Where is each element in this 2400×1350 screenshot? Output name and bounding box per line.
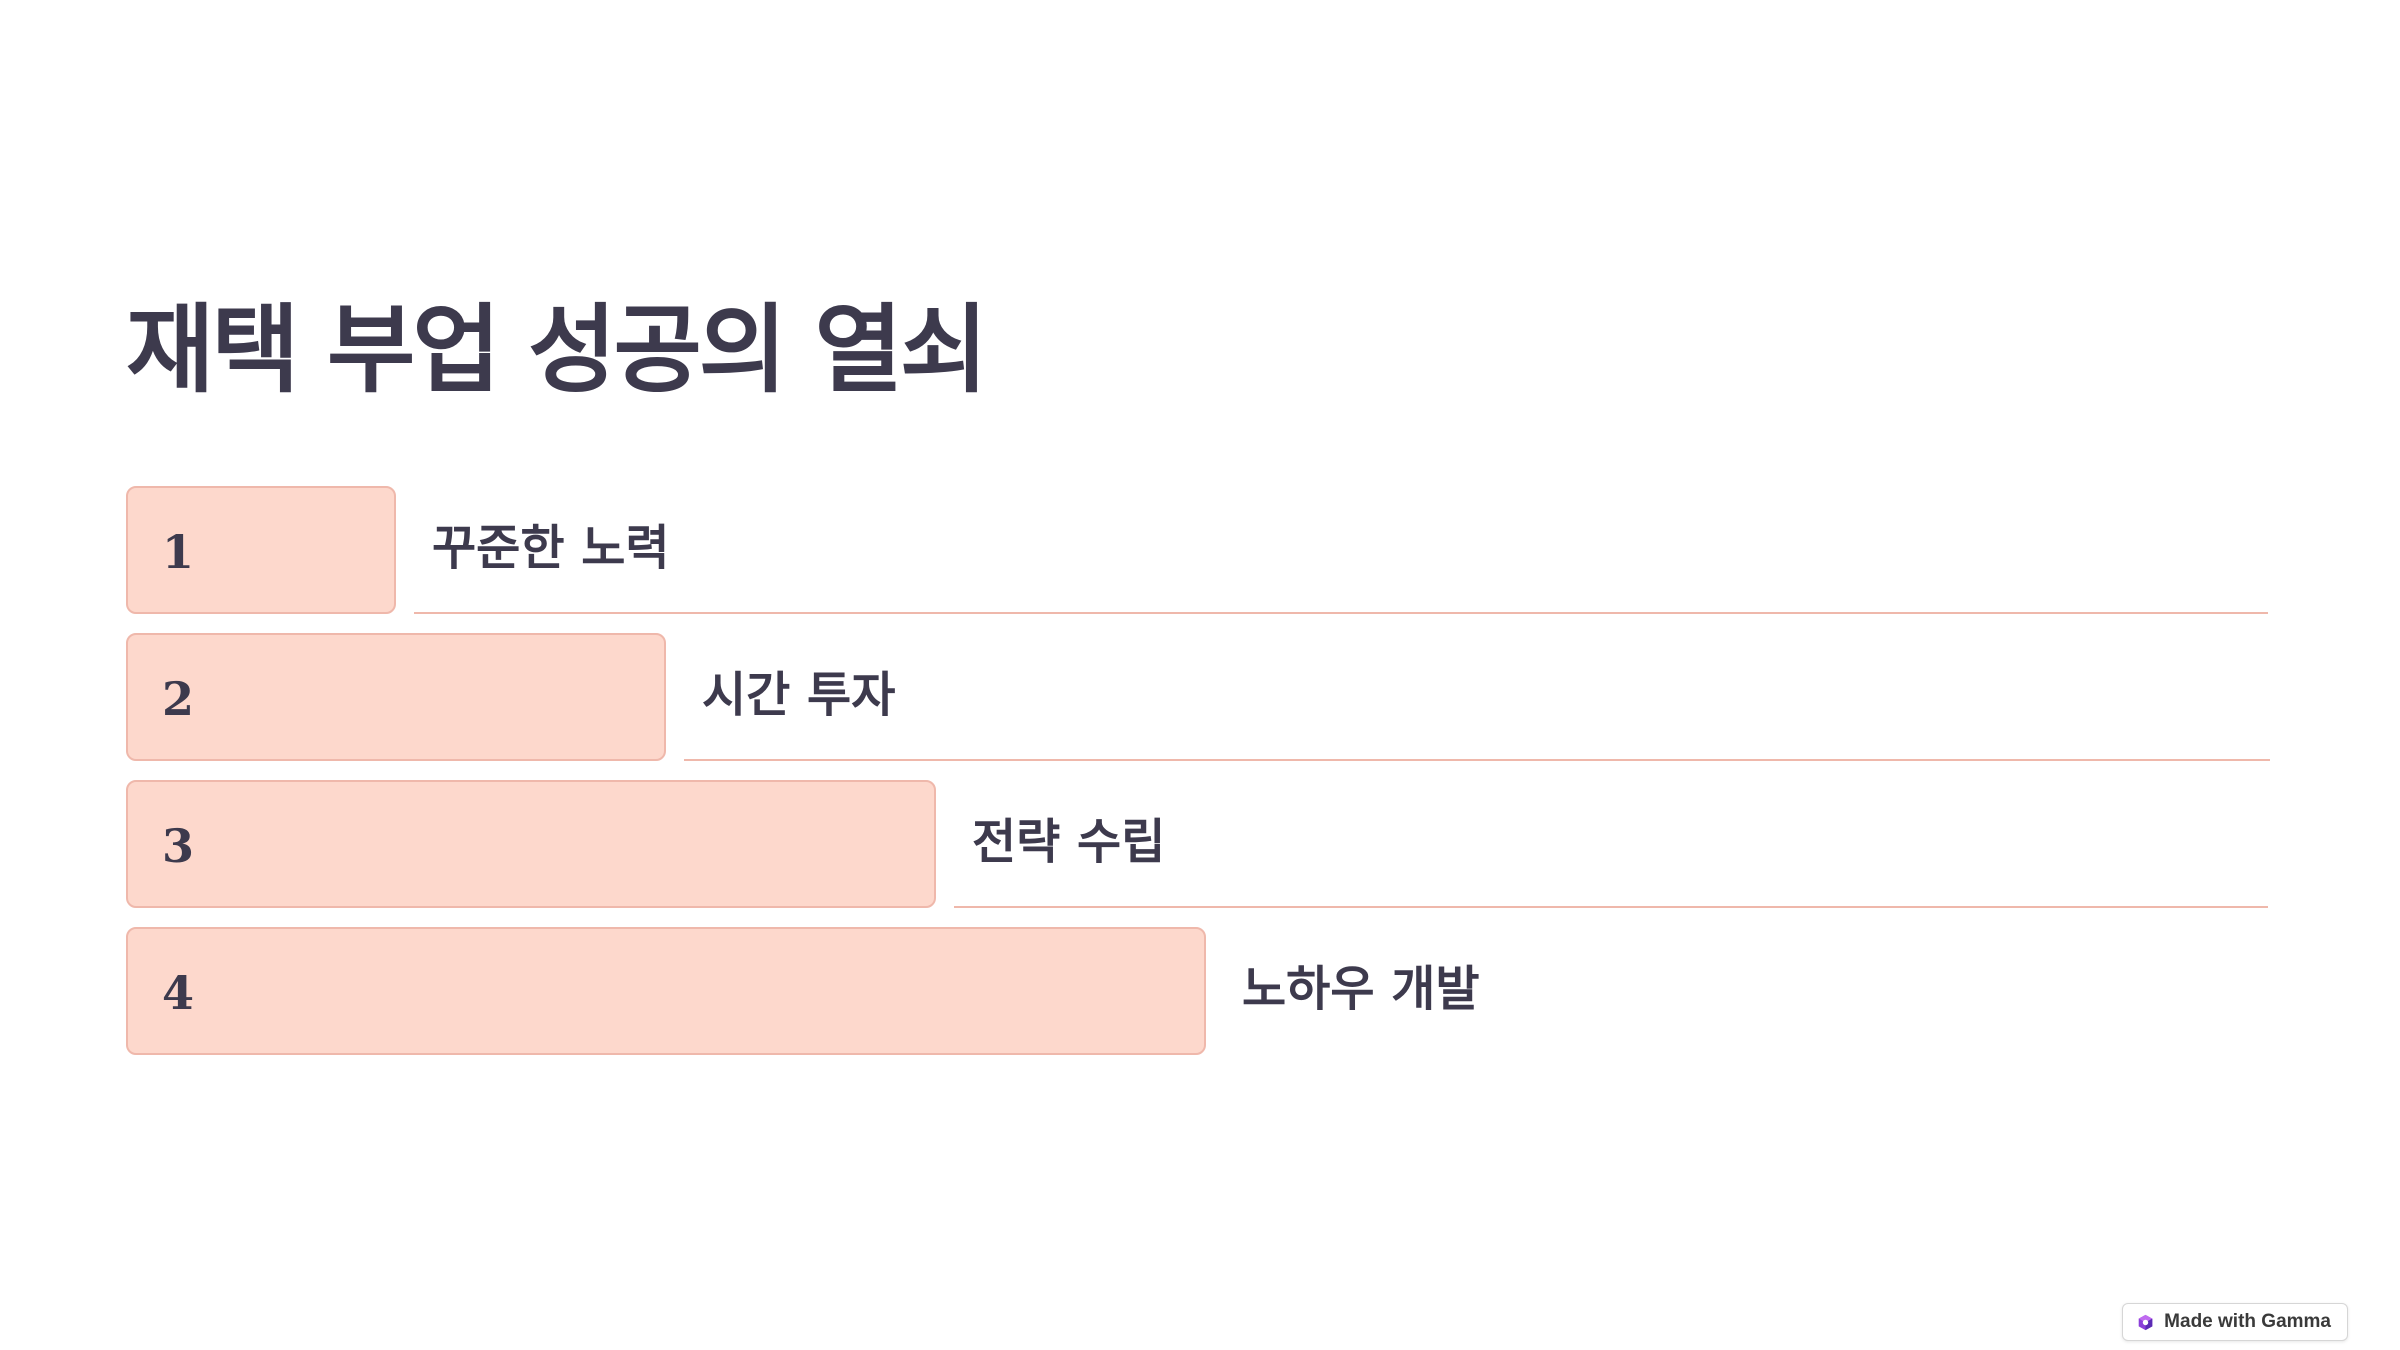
step-label: 전략 수립	[972, 814, 1166, 870]
badge-label: Made with Gamma	[2164, 1311, 2331, 1332]
step-item: 1 꾸준한 노력	[126, 486, 2270, 614]
made-with-gamma-badge[interactable]: Made with Gamma	[2122, 1303, 2348, 1341]
step-item: 4 노하우 개발	[126, 927, 2270, 1055]
step-item: 2 시간 투자	[126, 633, 2270, 761]
step-number: 3	[162, 819, 195, 873]
step-number: 4	[162, 966, 195, 1020]
step-number: 1	[162, 525, 195, 579]
step-bar	[126, 780, 936, 908]
step-item: 3 전략 수립	[126, 780, 2270, 908]
step-divider	[684, 759, 2270, 761]
gamma-logo-icon	[2138, 1314, 2153, 1330]
slide-title: 재택 부업 성공의 열쇠	[126, 294, 988, 406]
step-divider	[954, 906, 2268, 908]
step-number: 2	[162, 672, 195, 726]
step-bar	[126, 486, 396, 614]
step-label: 꾸준한 노력	[432, 520, 670, 576]
step-divider	[414, 612, 2268, 614]
step-bar	[126, 633, 666, 761]
step-label: 시간 투자	[702, 667, 896, 723]
step-bar	[126, 927, 1206, 1055]
step-label: 노하우 개발	[1242, 961, 1480, 1017]
